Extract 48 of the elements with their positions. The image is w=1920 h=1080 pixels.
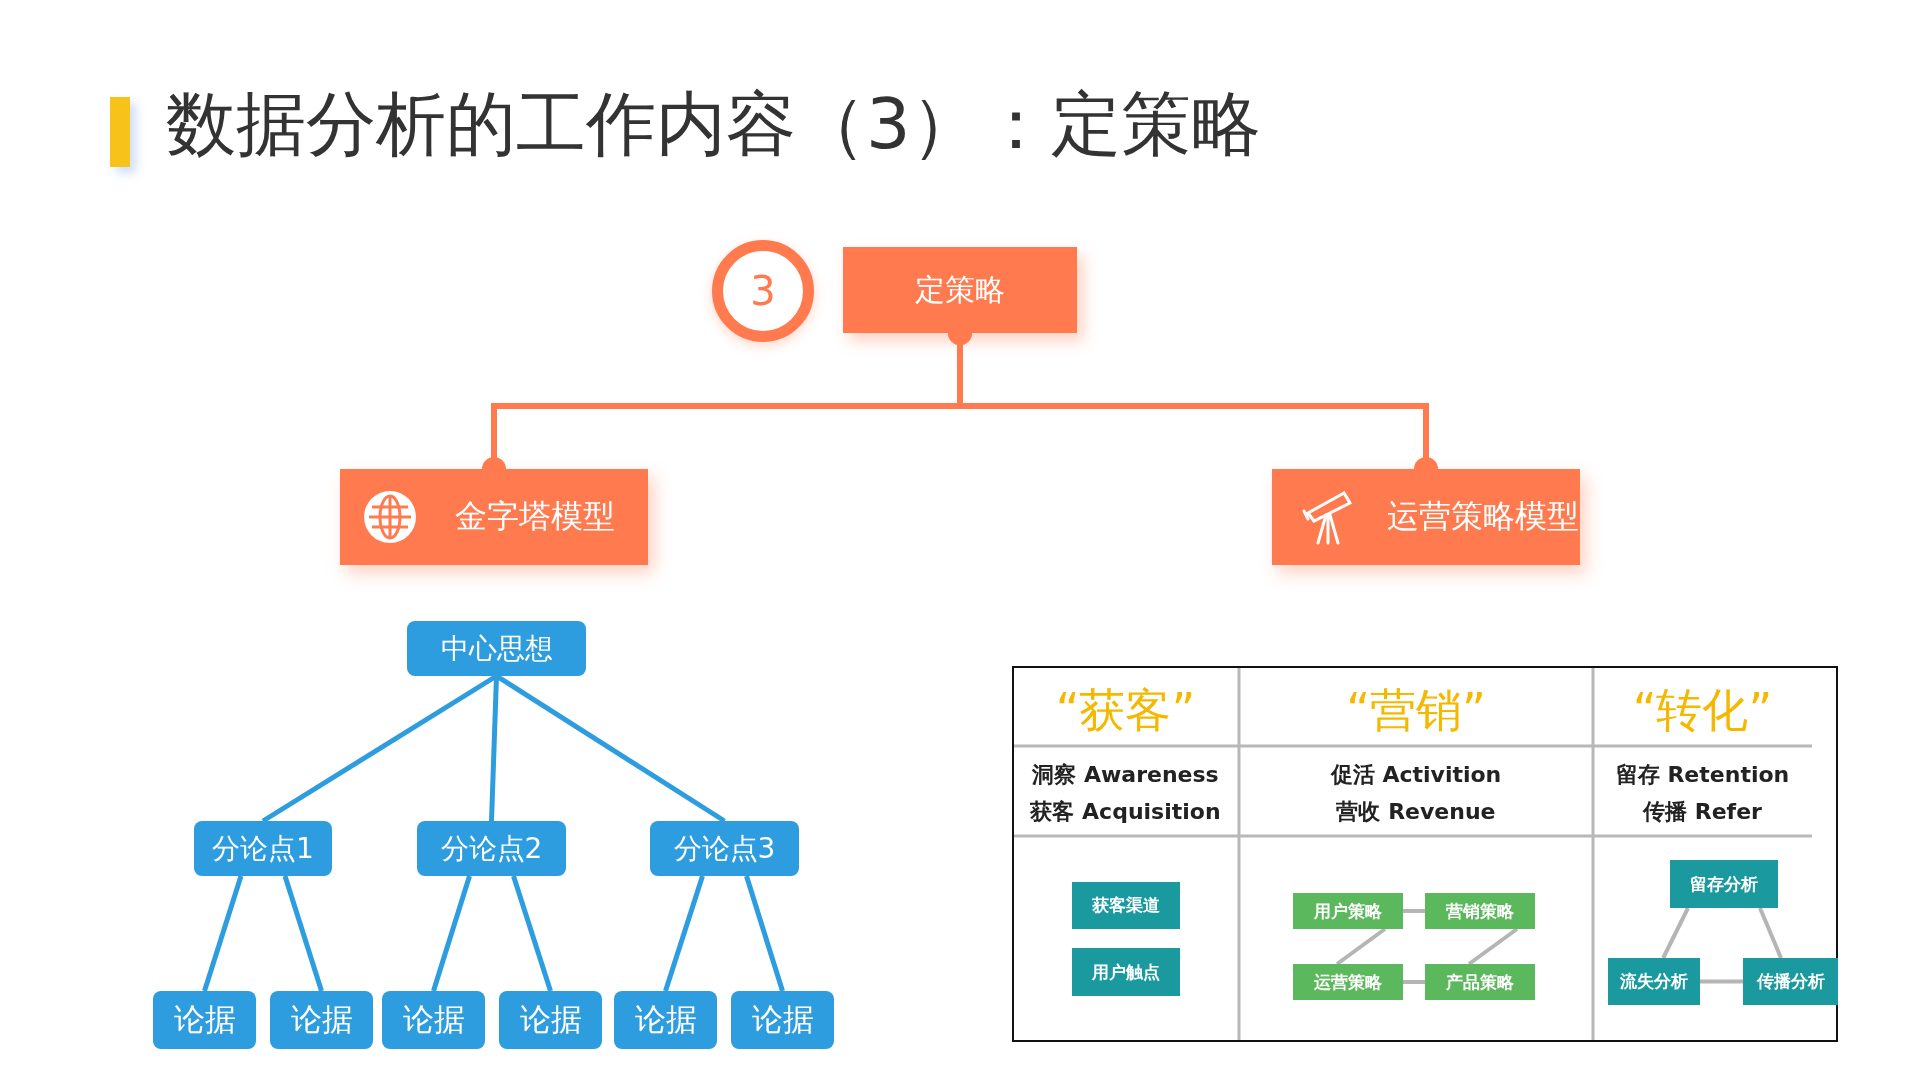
connector-line <box>495 673 726 824</box>
tree-node-box: 论据 <box>270 991 373 1049</box>
table-cell-text: 营收 Revenue <box>1335 798 1497 826</box>
connector-line <box>1661 907 1690 959</box>
connector-line <box>1758 907 1783 959</box>
connector-line <box>511 875 553 992</box>
model-box: 运营策略模型 <box>1272 469 1580 565</box>
connector-line <box>1467 927 1519 966</box>
table-cell-text: 洞察 Awareness <box>1031 761 1220 789</box>
table-header: “获客” <box>1054 682 1197 739</box>
table-cell-text: 留存 Retention <box>1614 761 1791 789</box>
connector-line <box>202 875 244 992</box>
connector-line <box>1403 980 1425 984</box>
connector-line <box>489 675 499 822</box>
strategy-box: 运营策略 <box>1293 964 1403 1000</box>
tree-node-box: 中心思想 <box>407 621 586 676</box>
strategy-box: 产品策略 <box>1425 964 1535 1000</box>
tree-node-box: 论据 <box>614 991 717 1049</box>
connector-line <box>744 875 785 992</box>
tree-node-box: 论据 <box>499 991 602 1049</box>
connector-line <box>663 875 705 992</box>
table-header: “转化” <box>1631 682 1774 739</box>
connector-line <box>1403 909 1425 913</box>
table-cell-text: 获客 Acquisition <box>1029 798 1222 826</box>
tree-node-box: 论据 <box>153 991 256 1049</box>
analysis-box: 传播分析 <box>1743 958 1838 1005</box>
step-number-circle: 3 <box>712 240 814 342</box>
tree-node-box: 分论点3 <box>650 821 799 876</box>
heading-box: 定策略 <box>843 247 1077 333</box>
tree-node-box: 论据 <box>731 991 834 1049</box>
connector-line <box>1700 979 1743 984</box>
tree-node-box: 分论点2 <box>417 821 566 876</box>
table-cell-text: 传播 Refer <box>1641 798 1763 826</box>
analysis-box: 流失分析 <box>1608 958 1700 1005</box>
table-header: “营销” <box>1345 682 1487 739</box>
strategy-box: 营销策略 <box>1425 893 1535 929</box>
connector-line <box>1335 927 1387 966</box>
connector-line <box>282 875 324 992</box>
table-cell-text: 促活 Activition <box>1329 761 1503 789</box>
analysis-box: 留存分析 <box>1670 860 1778 908</box>
model-box: 金字塔模型 <box>340 469 648 565</box>
tree-node-box: 论据 <box>382 991 485 1049</box>
slide-title: 数据分析的工作内容（3）：定策略 <box>166 82 1261 166</box>
tree-node-box: 分论点1 <box>194 821 332 876</box>
analysis-box: 获客渠道 <box>1072 882 1180 929</box>
analysis-box: 用户触点 <box>1072 948 1180 996</box>
strategy-box: 用户策略 <box>1293 893 1403 929</box>
connector-line <box>431 875 472 992</box>
